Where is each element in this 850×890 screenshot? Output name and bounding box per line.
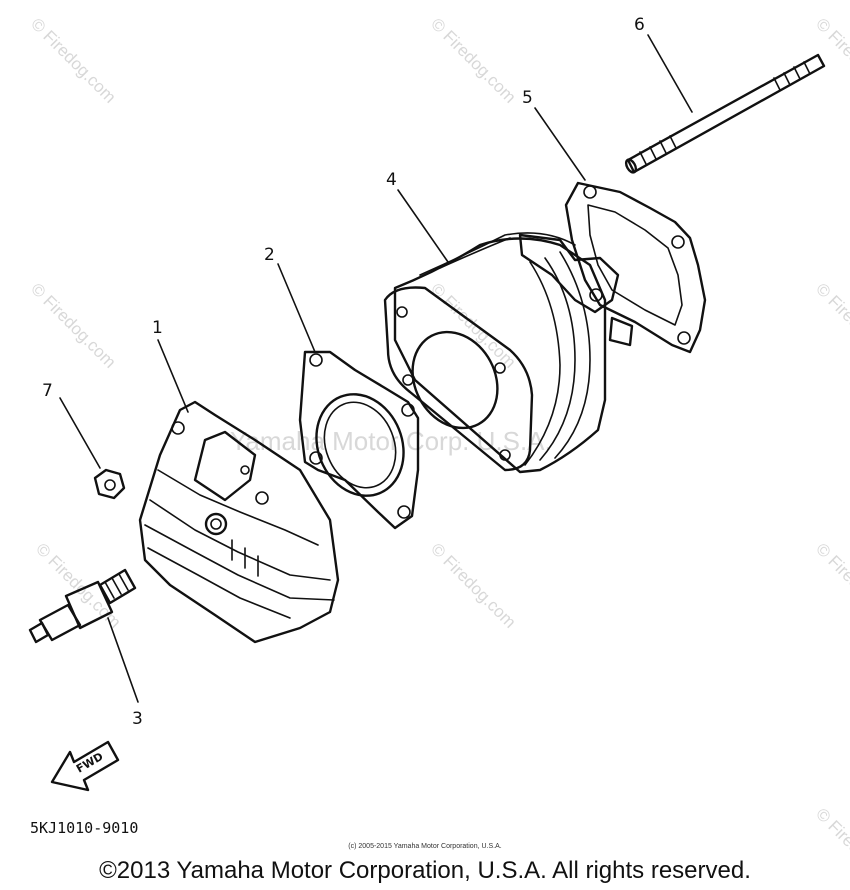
watermark-text: © Firedog.com [427, 539, 519, 631]
callout-4: 4 [386, 170, 397, 190]
cylinder-head-part [138, 400, 340, 644]
forward-arrow-icon: FWD [50, 740, 120, 792]
leader-line-5 [534, 107, 586, 181]
callout-2: 2 [264, 245, 275, 265]
small-copyright: (c) 2005-2015 Yamaha Motor Corporation, … [348, 843, 501, 850]
copyright-notice: ©2013 Yamaha Motor Corporation, U.S.A. A… [99, 857, 751, 884]
watermark-text: © Firedog.com [812, 804, 850, 890]
diagram-code: 5KJ1010-9010 [30, 819, 138, 837]
leader-line-1 [157, 339, 189, 413]
watermark-text: © Firedog.com [812, 279, 850, 371]
spark-plug-part [28, 568, 137, 644]
callout-1: 1 [152, 318, 163, 338]
watermark-text: © Firedog.com [812, 539, 850, 631]
watermark-text: © Firedog.com [27, 14, 119, 106]
callout-3: 3 [132, 709, 143, 729]
watermark-text: © Firedog.com [427, 279, 519, 371]
leader-line-2 [277, 263, 316, 353]
cylinder-part [383, 232, 634, 474]
leader-line-4 [397, 189, 449, 263]
callout-7: 7 [42, 381, 53, 401]
leader-line-6 [647, 34, 693, 113]
watermark-text: © Firedog.com [27, 279, 119, 371]
leader-line-3 [107, 617, 139, 703]
callout-6: 6 [634, 15, 645, 35]
leader-line-7 [59, 397, 101, 469]
head-gasket-part [298, 350, 420, 530]
watermark-text: © Firedog.com [812, 14, 850, 106]
nut-part [93, 468, 126, 500]
watermark-text: © Firedog.com [427, 14, 519, 106]
leader-lines [59, 34, 693, 703]
watermark-group: © Firedog.com © Firedog.com © Firedog.co… [27, 14, 850, 890]
callout-5: 5 [522, 88, 533, 108]
stud-bolt-part [624, 53, 826, 174]
